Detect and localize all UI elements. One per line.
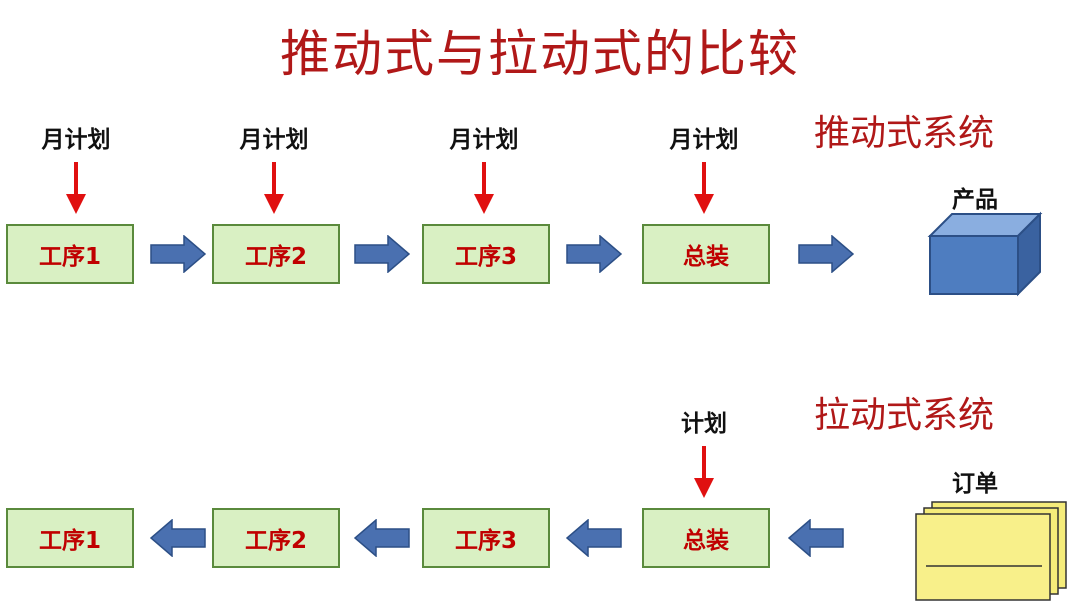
push-process-1: 工序1 [6, 224, 134, 284]
push-process-2: 工序2 [212, 224, 340, 284]
blue-right-arrow-icon [354, 235, 410, 273]
document-stack-icon [915, 501, 1067, 601]
push-plan-label-3: 月计划 [449, 127, 519, 153]
page-title: 推动式与拉动式的比较 [280, 25, 800, 83]
cube-icon [927, 211, 1043, 297]
push-plan-label-1: 月计划 [41, 127, 111, 153]
blue-right-arrow-icon [798, 235, 854, 273]
blue-left-arrow-icon [354, 519, 410, 557]
push-process-3: 工序3 [422, 224, 550, 284]
red-down-arrow-icon [694, 446, 714, 498]
blue-left-arrow-icon [150, 519, 206, 557]
red-down-arrow-icon [66, 162, 86, 214]
pull-assembly: 总装 [642, 508, 770, 568]
pull-process-1: 工序1 [6, 508, 134, 568]
push-system-label: 推动式系统 [814, 113, 995, 154]
red-down-arrow-icon [264, 162, 284, 214]
push-assembly: 总装 [642, 224, 770, 284]
red-down-arrow-icon [474, 162, 494, 214]
push-plan-label-4: 月计划 [669, 127, 739, 153]
push-plan-label-2: 月计划 [239, 127, 309, 153]
pull-system-label: 拉动式系统 [814, 395, 995, 436]
pull-process-2: 工序2 [212, 508, 340, 568]
pull-process-3: 工序3 [422, 508, 550, 568]
blue-right-arrow-icon [566, 235, 622, 273]
blue-left-arrow-icon [788, 519, 844, 557]
blue-right-arrow-icon [150, 235, 206, 273]
blue-left-arrow-icon [566, 519, 622, 557]
order-label: 订单 [952, 471, 998, 497]
pull-plan-label: 计划 [681, 411, 727, 437]
product-label: 产品 [952, 187, 998, 213]
red-down-arrow-icon [694, 162, 714, 214]
